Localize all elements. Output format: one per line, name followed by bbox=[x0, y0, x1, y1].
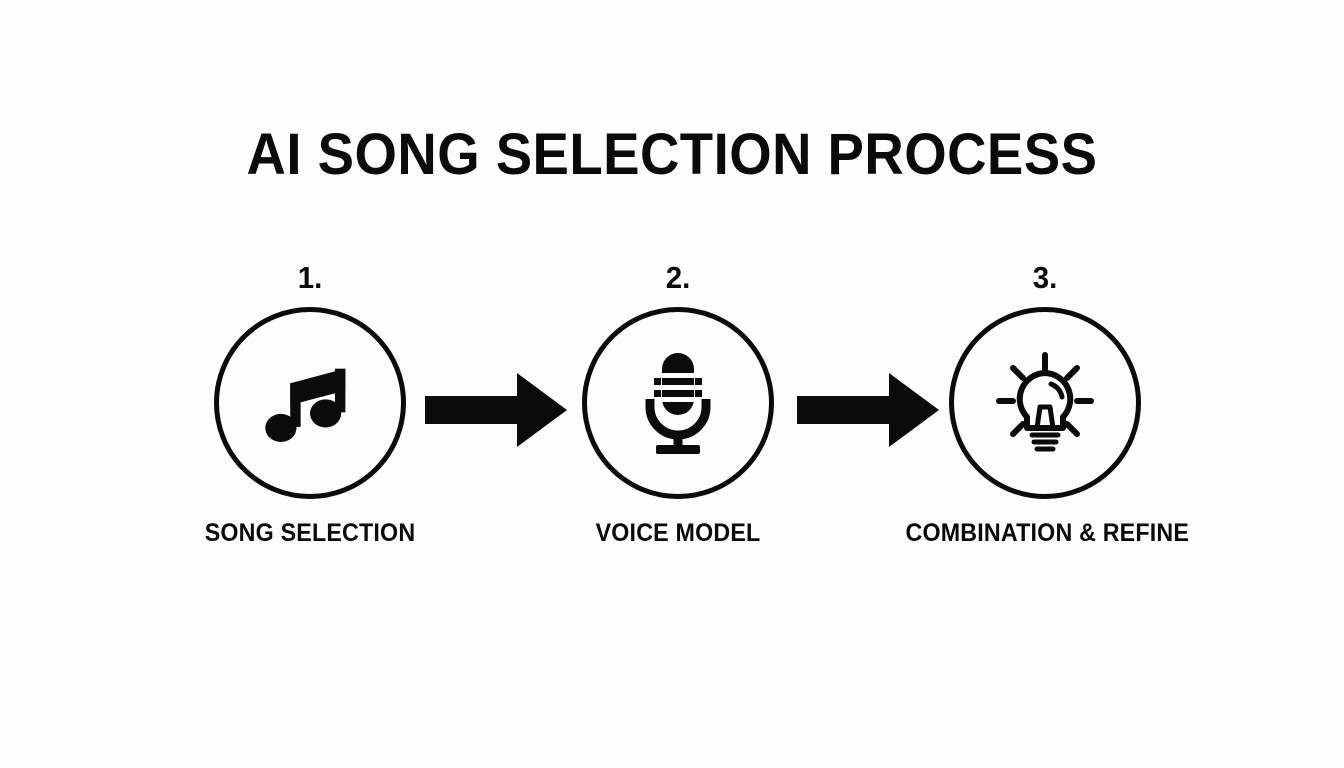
lightbulb-icon bbox=[949, 307, 1141, 499]
step-number-2: 2. bbox=[665, 260, 691, 295]
step-number-3: 3. bbox=[1032, 260, 1058, 295]
microphone-icon bbox=[582, 307, 774, 499]
step-label-2: VOICE MODEL bbox=[595, 519, 761, 547]
arrow-step1-to-step2 bbox=[425, 373, 567, 447]
step-label-3: COMBINATION & REFINE bbox=[905, 519, 1190, 547]
page-title: AI SONG SELECTION PROCESS bbox=[246, 122, 1098, 187]
music-note-icon bbox=[214, 307, 406, 499]
step-icon-circle-3 bbox=[949, 307, 1141, 499]
circle-outline bbox=[214, 307, 406, 499]
step-icon-circle-2 bbox=[582, 307, 774, 499]
arrow-step2-to-step3 bbox=[797, 373, 939, 447]
step-label-1: SONG SELECTION bbox=[204, 519, 416, 547]
circle-outline bbox=[949, 307, 1141, 499]
process-step-combination-refine: 3. bbox=[895, 262, 1195, 546]
step-icon-circle-1 bbox=[214, 307, 406, 499]
process-flow: 1. bbox=[0, 262, 1344, 582]
circle-outline bbox=[582, 307, 774, 499]
step-number-1: 1. bbox=[297, 260, 323, 295]
process-step-song-selection: 1. bbox=[160, 262, 460, 546]
process-step-voice-model: 2. bbox=[528, 262, 828, 546]
